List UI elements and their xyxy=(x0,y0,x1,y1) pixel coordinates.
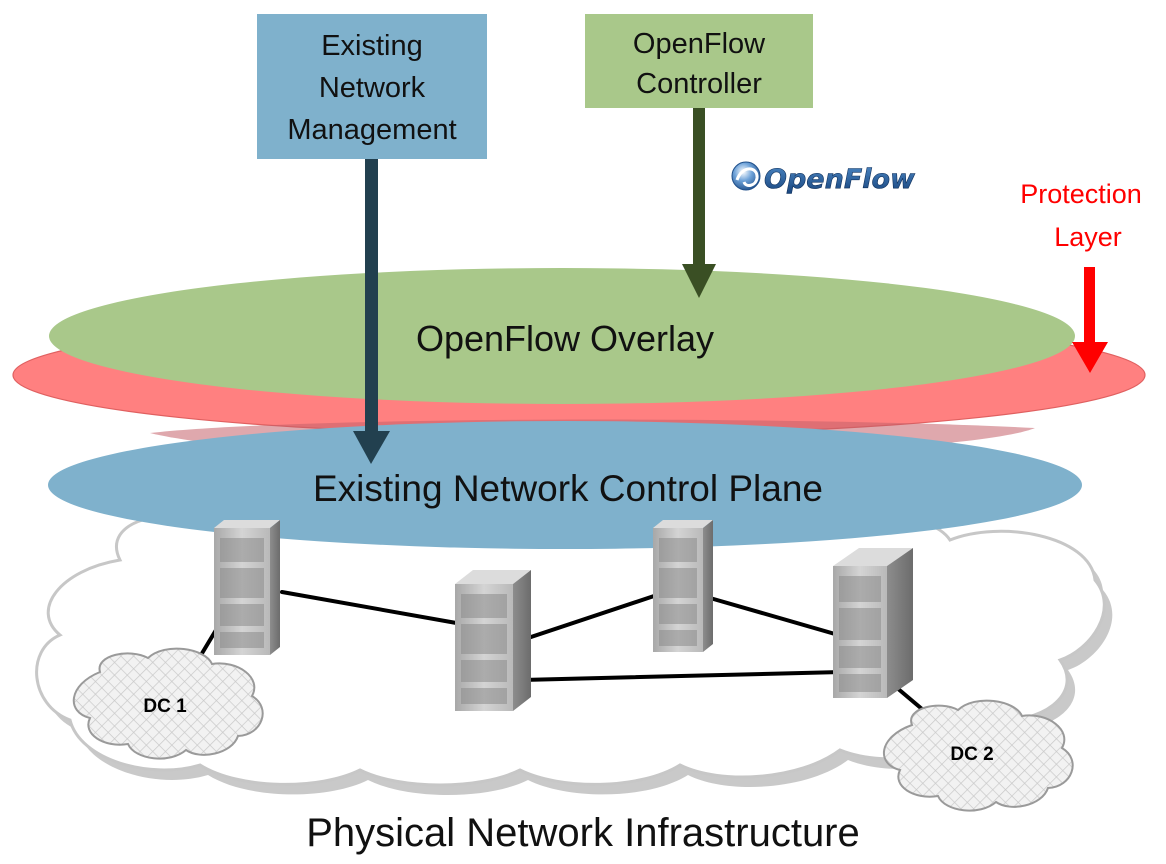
link-router1-router2 xyxy=(280,590,464,626)
protection-line-1: Protection xyxy=(1020,179,1142,209)
openflow-logo-text: OpenFlow xyxy=(764,164,916,195)
control-plane-ellipse xyxy=(48,421,1082,549)
link-router2-router3 xyxy=(520,592,662,642)
link-router2-router4 xyxy=(520,670,844,682)
router-rack-4 xyxy=(833,548,913,698)
openflow-swirl-icon xyxy=(731,161,761,191)
management-box: Existing Network Management xyxy=(257,14,487,159)
protection-layer-label: Protection Layer xyxy=(1020,179,1142,252)
physical-infrastructure-title: Physical Network Infrastructure xyxy=(306,811,860,855)
management-line-1: Existing xyxy=(321,30,423,62)
controller-arrow xyxy=(682,108,716,298)
controller-line-1: OpenFlow xyxy=(633,28,766,60)
management-line-3: Management xyxy=(287,114,456,146)
protection-line-2: Layer xyxy=(1054,222,1122,252)
management-line-2: Network xyxy=(319,72,426,104)
protection-arrow xyxy=(1072,267,1108,373)
router-rack-2 xyxy=(455,570,531,711)
dc2-label: DC 2 xyxy=(950,744,993,765)
openflow-overlay-label: OpenFlow Overlay xyxy=(416,318,714,359)
management-arrow xyxy=(353,159,390,464)
link-router3-router4 xyxy=(708,596,844,638)
openflow-overlay-ellipse xyxy=(49,268,1075,404)
control-plane-label: Existing Network Control Plane xyxy=(313,468,823,509)
datacenter-cloud-dc1: DC 1 xyxy=(72,647,264,760)
router-rack-3 xyxy=(653,520,713,652)
datacenter-cloud-dc2: DC 2 xyxy=(883,699,1074,812)
openflow-logo: OpenFlow xyxy=(731,161,916,195)
controller-line-2: Controller xyxy=(636,68,762,100)
controller-box: OpenFlow Controller xyxy=(585,14,813,108)
router-rack-1 xyxy=(214,520,280,655)
dc1-label: DC 1 xyxy=(143,696,187,717)
